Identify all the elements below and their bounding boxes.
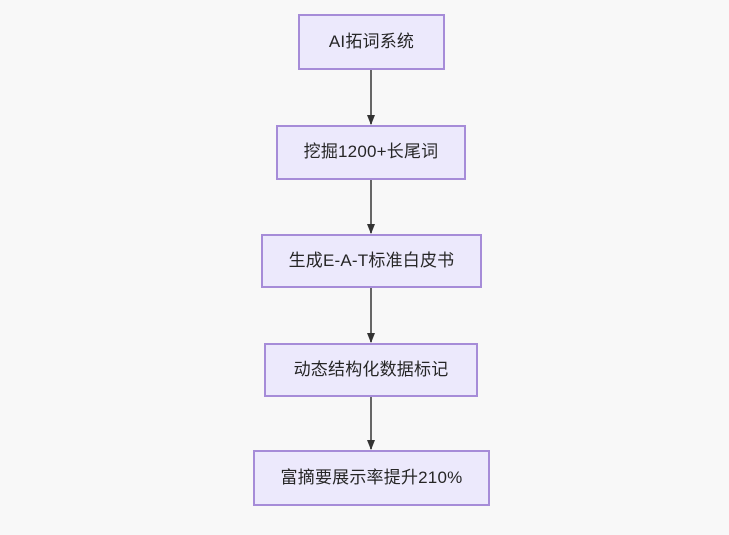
node-label: 挖掘1200+长尾词	[303, 142, 439, 162]
node-label: AI拓词系统	[328, 31, 415, 51]
flowchart-node-generate-eat-whitepaper[interactable]: 生成E-A-T标准白皮书	[261, 234, 482, 288]
node-label: 生成E-A-T标准白皮书	[288, 250, 455, 270]
flowchart-node-dynamic-structured-data-markup[interactable]: 动态结构化数据标记	[264, 343, 478, 397]
flowchart-node-ai-keyword-system[interactable]: AI拓词系统	[298, 14, 445, 70]
node-label: 动态结构化数据标记	[293, 359, 449, 379]
flowchart-node-mine-longtail-keywords[interactable]: 挖掘1200+长尾词	[276, 125, 466, 180]
flowchart-node-rich-snippet-rate-increase[interactable]: 富摘要展示率提升210%	[253, 450, 490, 506]
node-label: 富摘要展示率提升210%	[280, 467, 463, 487]
